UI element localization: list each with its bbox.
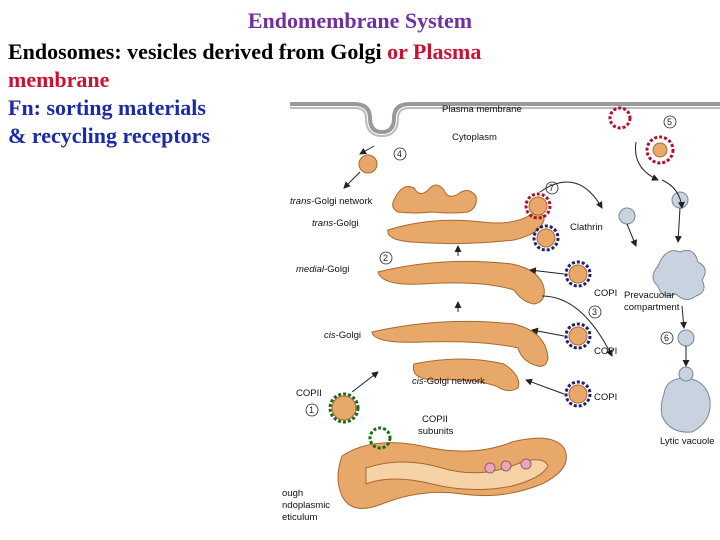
- copi-label-2: COPI: [594, 346, 617, 357]
- arrow-copi-retro-1: [529, 267, 565, 275]
- trans-golgi-network: [392, 184, 477, 214]
- prevacuolar-label-1: Prevacuolar: [624, 290, 675, 301]
- rough-er-label-3: eticulum: [282, 512, 317, 523]
- prevacuolar-label-2: compartment: [624, 302, 680, 313]
- body-line-1: Endosomes: vesicles derived from Golgi o…: [8, 38, 648, 66]
- copii-vesicle: [331, 395, 357, 421]
- cytoplasm-label: Cytoplasm: [452, 132, 497, 143]
- prevacuolar-compartment: [652, 249, 706, 300]
- body-line-3: Fn: sorting materials: [8, 95, 206, 120]
- step-number-2: 2: [379, 251, 393, 265]
- medial-golgi-label: medial-Golgi: [296, 264, 349, 275]
- clathrin-vesicle-5: [645, 135, 675, 165]
- body-line-1-black: Endosomes: vesicles derived from Golgi: [8, 39, 382, 64]
- arrow-to-gray-3: [679, 305, 687, 329]
- step-number-6: 6: [660, 331, 674, 345]
- trans-golgi-label: trans-Golgi: [312, 218, 358, 229]
- copii-subunits-label-1: COPII: [422, 414, 448, 425]
- step-number-5: 5: [663, 115, 677, 129]
- svg-text:6: 6: [664, 333, 669, 343]
- secretory-vesicle-4: [358, 154, 378, 174]
- arrow-copii-to-cgn: [351, 371, 379, 393]
- rough-er-label-2: ndoplasmic: [282, 500, 330, 511]
- clathrin-label: Clathrin: [570, 222, 603, 233]
- arrow-endocytosis: [634, 141, 659, 181]
- lytic-vacuole: [660, 377, 711, 433]
- clathrin-coat-tgn: [524, 192, 552, 220]
- svg-text:7: 7: [549, 183, 554, 193]
- step-number-1: 1: [305, 403, 319, 417]
- svg-text:5: 5: [667, 117, 672, 127]
- svg-text:1: 1: [309, 405, 314, 415]
- body-line-2: membrane: [8, 67, 110, 92]
- cis-golgi-cisterna: [371, 320, 549, 367]
- endomembrane-diagram: Plasma membrane Cytoplasm 4 5 7 2 3 6 1: [282, 96, 720, 540]
- arrow-to-prevac-1: [626, 223, 637, 247]
- copi-vesicle-3: [568, 384, 588, 404]
- copi-vesicle-2: [568, 326, 588, 346]
- trans-golgi-network-label: trans-Golgi network: [290, 196, 373, 207]
- medial-golgi-cisterna: [377, 260, 545, 305]
- gray-vesicle-1: [618, 207, 636, 225]
- body-line-1-red: or Plasma: [387, 39, 482, 64]
- copi-label-1: COPI: [594, 288, 617, 299]
- slide-title: Endomembrane System: [247, 8, 473, 33]
- cis-golgi-network-label: cis-Golgi network: [412, 376, 485, 387]
- endomembrane-diagram-svg: Plasma membrane Cytoplasm 4 5 7 2 3 6 1: [282, 102, 720, 523]
- copi-coat-trans: [532, 224, 560, 252]
- slide-body-text: Endosomes: vesicles derived from Golgi o…: [8, 38, 648, 150]
- copii-coat: [328, 392, 360, 424]
- arrow-copi-retro-2: [531, 327, 565, 337]
- copi-coat-2: [564, 322, 592, 350]
- step-number-3: 3: [588, 305, 602, 319]
- arrow-clathrin-to-prevac: [539, 181, 603, 209]
- step-number-4: 4: [393, 147, 407, 161]
- lytic-vacuole-neck: [678, 366, 694, 382]
- arrow-copi-anterograde: [541, 295, 613, 357]
- arrow-to-gray-2: [661, 179, 685, 209]
- copi-vesicle-1: [568, 264, 588, 284]
- arrow-copi-retro-3: [525, 378, 565, 395]
- copii-subunits-label-2: subunits: [418, 426, 454, 437]
- er-lumen: [365, 459, 549, 491]
- plasma-membrane-label: Plasma membrane: [442, 104, 522, 115]
- copi-coat-3: [564, 380, 592, 408]
- arrow-to-membrane: [359, 145, 375, 155]
- cis-golgi-network: [412, 358, 520, 392]
- lytic-vacuole-label: Lytic vacuole: [660, 436, 715, 447]
- rough-er-label-1: ough: [282, 488, 303, 499]
- vesicle-core-5: [652, 142, 668, 158]
- clathrin-vesicle-membrane: [608, 106, 632, 130]
- copii-label: COPII: [296, 388, 322, 399]
- svg-text:2: 2: [383, 253, 388, 263]
- gray-vesicle-3: [677, 329, 695, 347]
- copi-vesicle-trans: [536, 228, 556, 248]
- cis-golgi-label: cis-Golgi: [324, 330, 361, 341]
- copii-vesicle-budding: [368, 426, 392, 450]
- copi-coat-1: [564, 260, 592, 288]
- plasma-membrane: [290, 102, 720, 135]
- copi-label-3: COPI: [594, 392, 617, 403]
- er-ribosomes: [484, 458, 532, 474]
- arrow-to-tgn: [343, 171, 361, 189]
- arrow-to-prevac-2: [674, 207, 682, 243]
- trans-golgi-cisterna: [387, 212, 545, 245]
- svg-text:4: 4: [397, 149, 402, 159]
- body-line-4: & recycling receptors: [8, 123, 210, 148]
- clathrin-vesicle-tgn: [528, 196, 548, 216]
- svg-text:3: 3: [592, 307, 597, 317]
